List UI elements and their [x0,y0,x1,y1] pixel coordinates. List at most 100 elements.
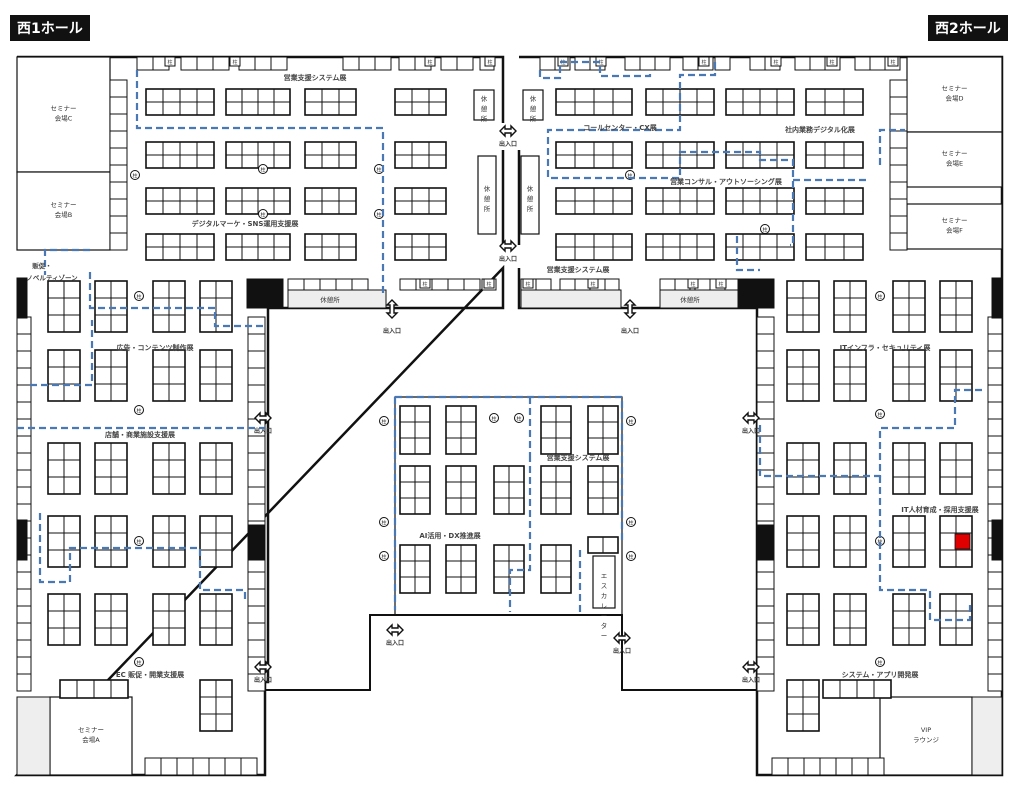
booth-block [152,442,186,495]
wall-panel [756,639,775,658]
pillar-label: 柱 [628,520,633,527]
booth-block [145,187,215,215]
rest-area-frame [522,89,544,121]
pillar-box: 柱 [484,56,496,67]
wall-panel [889,181,908,200]
wall-panel [109,79,128,98]
wall-panel [247,673,266,692]
wall-panel [16,401,32,420]
booth-block [394,187,447,215]
pillar-icon [875,409,885,419]
zone-label: システム・アプリ開発展 [842,670,920,679]
exit-arrow-icon [499,239,517,253]
booth-block [445,544,477,594]
pillar-box: 柱 [483,278,495,289]
seminar-e-room-text: 会場E [946,159,963,168]
pillar-marker: 柱 [379,416,389,426]
pillar-marker: 柱 [258,164,268,174]
wall-panel [109,130,128,149]
wall-panel [559,278,576,291]
pillar-box: 柱 [522,278,534,289]
booth-block [555,141,633,169]
pillar-icon [134,405,144,415]
exit-marker: 出入口 [386,623,404,647]
wall-panel [247,571,266,590]
wall-panel [335,278,353,291]
pillar-box: 柱 [715,278,727,289]
wall-panel [247,367,266,386]
route-path [735,236,760,272]
wall-panel [240,757,258,776]
zone-label: ITインフラ・セキュリティ展 [840,343,932,352]
wall-panel [399,278,417,291]
wall-panel [208,757,226,776]
wall-panel [431,278,449,291]
booth-block [833,280,867,333]
booth-block [394,233,447,261]
seminar-a-room-text: 会場A [82,735,100,744]
wall-panel [136,56,154,71]
wall-panel [756,673,775,692]
booth-block [892,442,926,495]
escalator-text: ー [601,612,608,620]
black-block [991,519,1003,561]
pillar-label: 柱 [232,59,237,66]
booth-block [225,233,291,261]
pillar-box-frame [522,278,534,289]
seminar-e-room-frame [906,131,1003,188]
zone-label: デジタルマーケ・SNS運用支援展 [192,219,300,228]
booth-block [786,515,820,568]
route-path [758,388,985,478]
exit-label: 出入口 [254,676,272,684]
wall-panel [16,673,32,692]
exit-arrow-icon [742,411,760,425]
exit-marker: 出入口 [499,239,517,263]
booth-block [587,536,619,554]
booth-block [892,280,926,333]
wall-panel [889,232,908,251]
route-path [878,128,905,165]
booth-block [394,141,447,169]
booth-block [399,544,431,594]
wall-panel [987,418,1003,437]
wall-panel [987,367,1003,386]
seminar-f-room-text: 会場F [946,226,963,235]
wall-panel [374,56,392,71]
rest-area-label: 休憩所 [680,295,700,304]
wall-panel [180,56,198,71]
wall-panel [16,435,32,454]
wall-panel [803,757,821,776]
wall-panel [819,757,837,776]
wall-panel [987,639,1003,658]
route-path [38,513,247,600]
pillar-box: 柱 [164,56,176,67]
exit-arrow-icon [613,631,631,645]
zone-label: 営業支援システム展 [547,265,611,274]
wall-panel [756,486,775,505]
wall-panel [16,367,32,386]
wall-panel [987,656,1003,675]
booth-block [786,593,820,646]
rest-area-vertical-frame [520,155,540,235]
rest-area-vertical: 休憩所 [520,155,540,235]
seminar-a-room-text: セミナー [78,726,104,734]
wall-panel [682,56,699,71]
booth-block [304,233,357,261]
exit-arrow-icon [385,299,399,319]
wall-panel [16,571,32,590]
wall-panel [771,757,789,776]
wall-panel [624,56,641,71]
pillar-marker: 柱 [514,413,524,423]
pillar-marker: 柱 [875,409,885,419]
booth-block [645,88,715,116]
wall-panel [756,333,775,352]
hall-west1-badge: 西1ホール [10,15,90,41]
promo-zone-label: 販促・ [32,261,52,270]
wall-panel [247,384,266,403]
rest-area-text: 所 [481,114,488,123]
wall-panel [247,435,266,454]
